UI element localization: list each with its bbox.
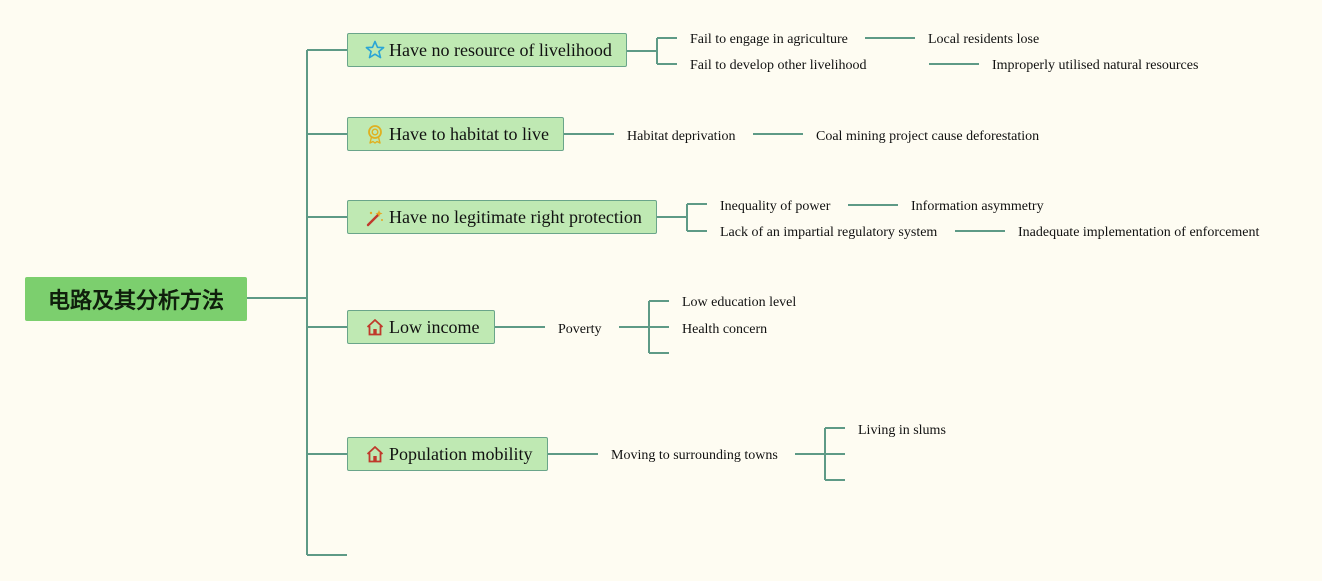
subtopic-poverty[interactable]: Poverty [558, 321, 602, 338]
topic-habitat-label: Have to habitat to live [389, 123, 549, 144]
topic-rights-label: Have no legitimate right protection [389, 206, 642, 227]
award-ribbon-icon [364, 123, 386, 145]
central-topic-label: 电路及其分析方法 [47, 289, 224, 314]
subtopic-information-asymmetry[interactable]: Information asymmetry [911, 198, 1044, 215]
subtopic-natural-resources[interactable]: Improperly utilised natural resources [992, 57, 1199, 74]
star-icon [364, 39, 386, 61]
topic-low-income[interactable]: Low income [347, 310, 495, 344]
topic-habitat[interactable]: Have to habitat to live [347, 117, 564, 151]
house-icon [364, 316, 386, 338]
subtopic-agriculture[interactable]: Fail to engage in agriculture [690, 31, 848, 48]
subtopic-low-education[interactable]: Low education level [682, 294, 797, 311]
subtopic-living-slums[interactable]: Living in slums [858, 422, 946, 439]
subtopic-health-concern[interactable]: Health concern [682, 321, 768, 338]
house-icon [364, 443, 386, 465]
topic-livelihood-label: Have no resource of livelihood [389, 39, 612, 60]
magic-wand-icon [364, 206, 386, 228]
subtopic-inequality-power[interactable]: Inequality of power [720, 198, 831, 215]
topic-population-mobility-label: Population mobility [389, 443, 533, 464]
topic-rights[interactable]: Have no legitimate right protection [347, 200, 657, 234]
subtopic-moving-towns[interactable]: Moving to surrounding towns [611, 447, 778, 464]
subtopic-habitat-deprivation[interactable]: Habitat deprivation [627, 128, 736, 145]
topic-livelihood[interactable]: Have no resource of livelihood [347, 33, 627, 67]
topic-low-income-label: Low income [389, 316, 480, 337]
subtopic-coal-mining[interactable]: Coal mining project cause deforestation [816, 128, 1040, 145]
subtopic-regulatory-system[interactable]: Lack of an impartial regulatory system [720, 224, 938, 241]
topic-population-mobility[interactable]: Population mobility [347, 437, 548, 471]
subtopic-local-residents[interactable]: Local residents lose [928, 31, 1040, 48]
subtopic-enforcement[interactable]: Inadequate implementation of enforcement [1018, 224, 1260, 241]
central-topic[interactable]: 电路及其分析方法 [25, 277, 247, 321]
subtopic-other-livelihood[interactable]: Fail to develop other livelihood [690, 57, 867, 74]
